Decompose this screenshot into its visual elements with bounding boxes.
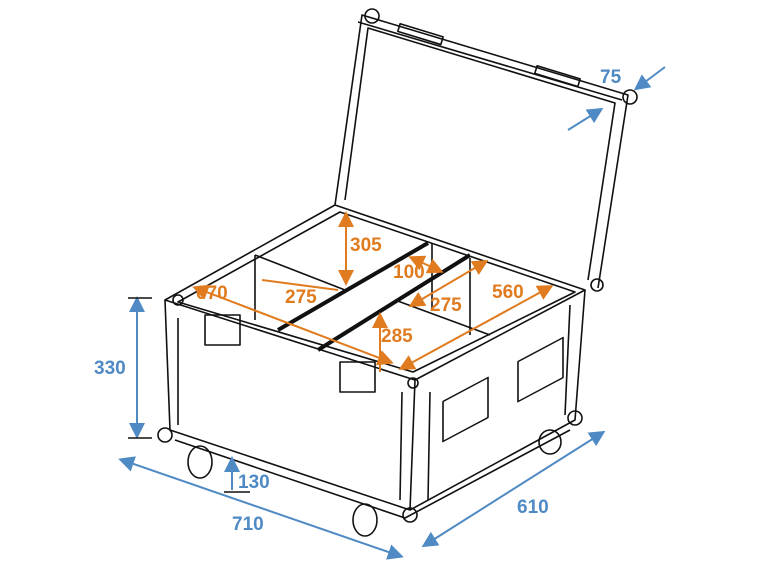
label-305: 305 bbox=[350, 235, 382, 256]
side-handle bbox=[442, 376, 489, 443]
label-275-left: 275 bbox=[285, 287, 317, 308]
label-670: 670 bbox=[196, 283, 228, 304]
outer-dimension-arrows: 75 330 130 710 610 bbox=[94, 66, 666, 560]
corner-ball bbox=[157, 427, 173, 443]
latch bbox=[339, 361, 376, 393]
corner-ball bbox=[407, 377, 419, 389]
label-285: 285 bbox=[381, 326, 413, 347]
corner-ball bbox=[172, 294, 184, 306]
arrow-75-top bbox=[633, 66, 666, 91]
lid-corner bbox=[364, 8, 380, 24]
lid-latch bbox=[396, 22, 444, 46]
wheel bbox=[352, 503, 378, 537]
label-75: 75 bbox=[600, 67, 622, 88]
lid-latch bbox=[533, 64, 581, 88]
arrow-610 bbox=[421, 430, 606, 548]
case-lid bbox=[334, 8, 638, 289]
label-275-right: 275 bbox=[430, 295, 462, 316]
arrow-560 bbox=[398, 285, 554, 370]
arrow-275-left bbox=[261, 279, 339, 291]
arrow-710 bbox=[118, 456, 404, 560]
wheel bbox=[187, 445, 213, 479]
arrow-75-bottom bbox=[567, 107, 604, 131]
label-560: 560 bbox=[492, 282, 524, 303]
label-130: 130 bbox=[238, 472, 270, 493]
label-610: 610 bbox=[517, 497, 549, 518]
arrow-670 bbox=[192, 284, 394, 366]
label-710: 710 bbox=[232, 514, 264, 535]
inner-dimension-arrows: 305 100 670 275 275 560 285 bbox=[192, 211, 554, 372]
side-handle bbox=[517, 336, 564, 403]
hinge-corner bbox=[590, 278, 604, 292]
corner-ball bbox=[567, 410, 583, 426]
label-100: 100 bbox=[393, 262, 425, 283]
label-330: 330 bbox=[94, 358, 126, 379]
lid-corner bbox=[622, 89, 638, 105]
